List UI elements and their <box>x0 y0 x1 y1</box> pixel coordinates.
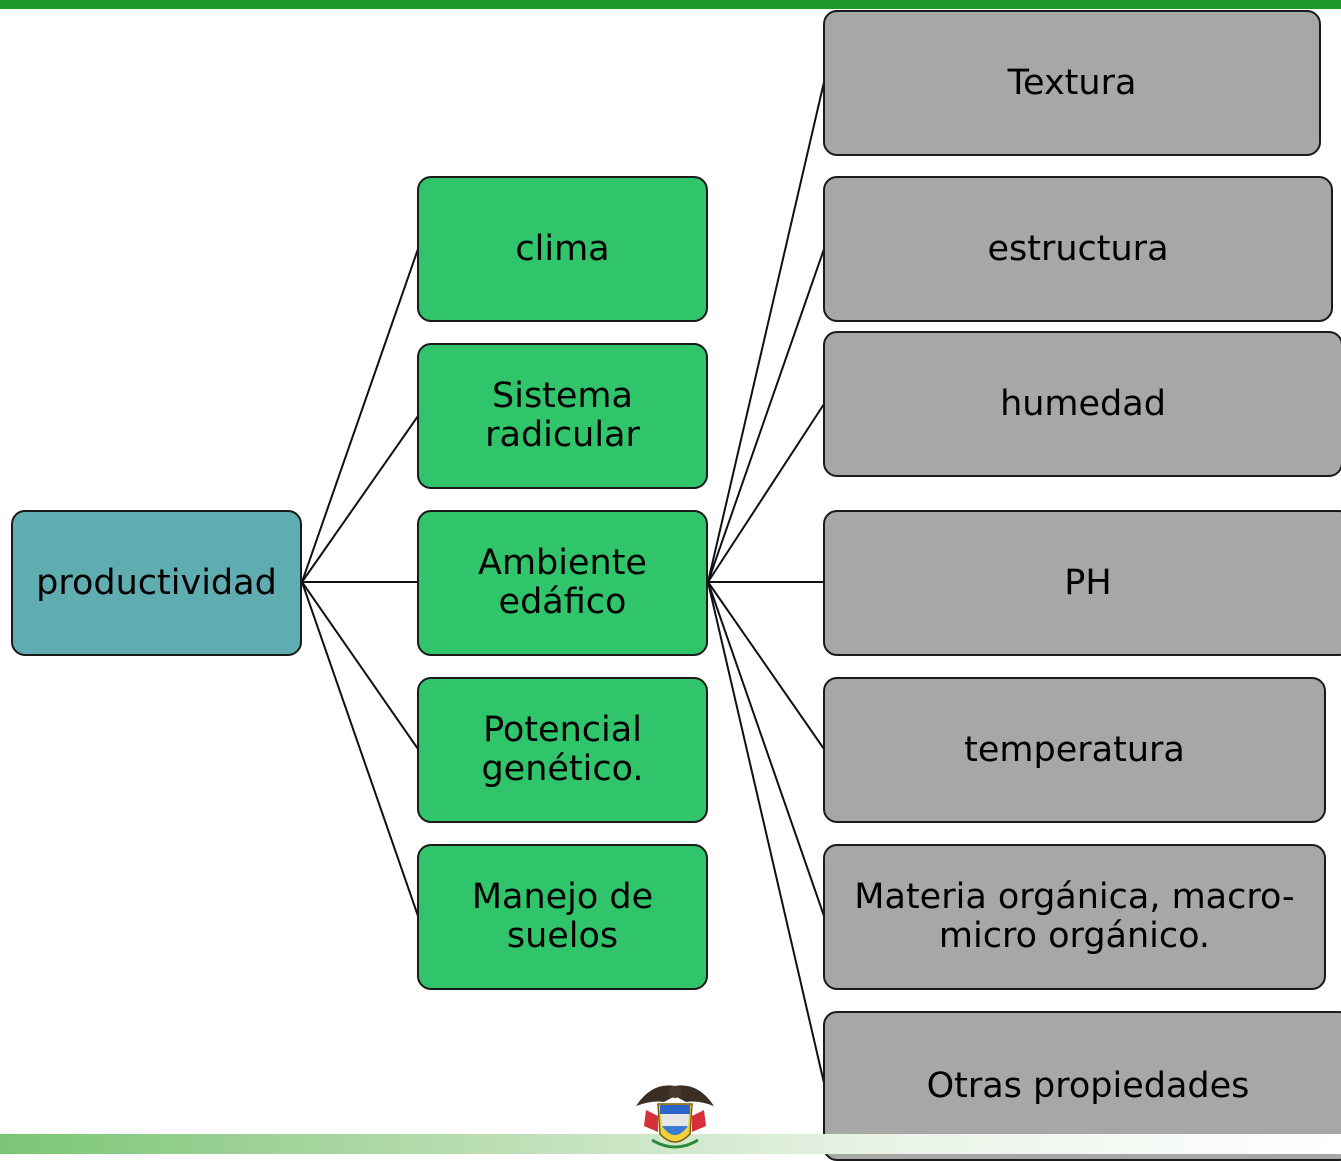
connector-root-clima <box>301 248 419 583</box>
connector-root-sistema <box>301 415 419 583</box>
property-label: humedad <box>1000 383 1166 424</box>
root-node-productividad: productividad <box>11 510 302 656</box>
property-label: Textura <box>1007 62 1137 103</box>
property-node-estructura: estructura <box>823 176 1333 322</box>
factor-node-potencial-genetico: Potencial genético. <box>417 677 708 823</box>
factor-node-sistema-radicular: Sistema radicular <box>417 343 708 489</box>
property-label: Otras propiedades <box>926 1065 1250 1106</box>
top-bar <box>0 0 1341 9</box>
connector-ambiente-estructura <box>707 248 825 583</box>
root-label: productividad <box>36 562 277 603</box>
factor-label: Sistema radicular <box>485 376 640 455</box>
factor-label: Manejo de suelos <box>471 877 654 956</box>
property-node-humedad: humedad <box>823 331 1341 477</box>
connector-ambiente-textura <box>707 81 825 583</box>
property-node-textura: Textura <box>823 10 1321 156</box>
property-node-materia-organica: Materia orgánica, macro- micro orgánico. <box>823 844 1326 990</box>
connector-ambiente-humedad <box>707 403 825 583</box>
property-label: PH <box>1064 562 1112 603</box>
property-label: estructura <box>987 228 1169 269</box>
factor-label: clima <box>515 228 610 269</box>
factor-label: Potencial genético. <box>481 710 644 789</box>
property-node-temperatura: temperatura <box>823 677 1326 823</box>
factor-node-manejo-de-suelos: Manejo de suelos <box>417 844 708 990</box>
property-label: temperatura <box>964 729 1185 770</box>
connector-ambiente-materia <box>707 581 825 917</box>
factor-node-ambiente-edafico: Ambiente edáfico <box>417 510 708 656</box>
factor-node-clima: clima <box>417 176 708 322</box>
property-node-ph: PH <box>823 510 1341 656</box>
connector-root-potencial <box>301 581 419 750</box>
footer-gradient-bar <box>0 1134 1341 1154</box>
property-label: Materia orgánica, macro- micro orgánico. <box>854 877 1295 956</box>
factor-label: Ambiente edáfico <box>478 543 647 622</box>
connector-root-manejo <box>301 581 419 917</box>
colombia-coat-of-arms-icon <box>636 1085 714 1149</box>
connector-ambiente-temperatura <box>707 581 825 750</box>
connector-ambiente-otras <box>707 581 825 1084</box>
